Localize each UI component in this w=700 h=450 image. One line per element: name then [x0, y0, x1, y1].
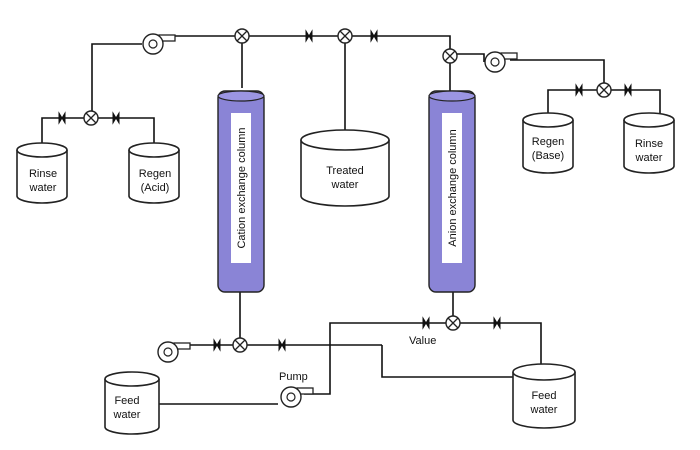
tank-treated-line2: water: [331, 179, 359, 191]
tank-regen-base-line2: (Base): [532, 150, 564, 162]
tank-regen-base-line1: Regen: [532, 136, 564, 148]
cation-exchange-column: Cation exchange column: [217, 90, 265, 293]
tank-regen-base: Regen (Base): [522, 112, 574, 174]
pipe-anion-to-pump: [450, 53, 485, 62]
pipe-anion-top: [376, 35, 451, 92]
pump-bottom-left-icon: [157, 341, 191, 363]
tank-feed-right-line2: water: [530, 404, 558, 416]
cation-column-cap: [217, 90, 265, 102]
tank-regen-acid-line1: Regen: [139, 168, 171, 180]
gate-valve-icon: [278, 338, 286, 352]
three-way-valve-icon: [83, 110, 99, 126]
pipe-top-header: [91, 43, 142, 111]
pipe-network: [41, 35, 661, 405]
tank-rinse-water-right: Rinse water: [623, 112, 675, 174]
tank-feed-left-line2: water: [113, 409, 141, 421]
cation-column-label: Cation exchange column: [236, 127, 248, 248]
anion-column-cap: [428, 90, 476, 102]
anion-exchange-column: Anion exchange column: [428, 90, 476, 293]
value-label: Value: [409, 335, 436, 347]
tank-regen-acid-line2: (Acid): [141, 182, 170, 194]
three-way-valve-icon: [442, 48, 458, 64]
gate-valve-icon: [624, 83, 632, 97]
tank-rinse-water-left: Rinse water: [16, 142, 68, 204]
gate-valve-icon: [305, 29, 313, 43]
three-way-valve-icon: [234, 28, 250, 44]
gate-valve-icon: [213, 338, 221, 352]
gate-valve-icon: [493, 316, 501, 330]
pipe-right-header: [510, 59, 605, 90]
tank-rinse-left-line2: water: [29, 182, 57, 194]
tank-treated-water: Treated water: [300, 129, 390, 207]
tank-rinse-right-line1: Rinse: [635, 138, 663, 150]
anion-label-box: [442, 113, 462, 263]
three-way-valve-icon: [337, 28, 353, 44]
gate-valve-icon: [112, 111, 120, 125]
tank-feed-water-right: Feed water: [512, 363, 576, 429]
tank-regen-acid: Regen (Acid): [128, 142, 180, 204]
tank-feed-water-left: Feed water: [104, 371, 160, 435]
tank-rinse-right-line2: water: [635, 152, 663, 164]
gate-valve-icon: [422, 316, 430, 330]
gate-valve-icon: [58, 111, 66, 125]
pump-top-left-icon: [142, 33, 176, 55]
tank-rinse-left-line1: Rinse: [29, 168, 57, 180]
tank-feed-left-line1: Feed: [114, 395, 139, 407]
tank-treated-line1: Treated: [326, 165, 364, 177]
pump-label: Pump: [279, 371, 308, 383]
pipe-pump-to-value: [304, 322, 542, 395]
anion-column-label: Anion exchange column: [447, 129, 459, 246]
gate-valve-icon: [370, 29, 378, 43]
three-way-valve-icon: [596, 82, 612, 98]
pipe-to-right-feed: [381, 345, 520, 378]
gate-valve-icon: [575, 83, 583, 97]
pump-top-right-icon: [484, 51, 518, 73]
three-way-valve-icon: [445, 315, 461, 331]
three-way-valve-icon: [232, 337, 248, 353]
pump-feed-icon: [280, 386, 314, 408]
tank-feed-right-line1: Feed: [531, 390, 556, 402]
cation-label-box: [231, 113, 251, 263]
